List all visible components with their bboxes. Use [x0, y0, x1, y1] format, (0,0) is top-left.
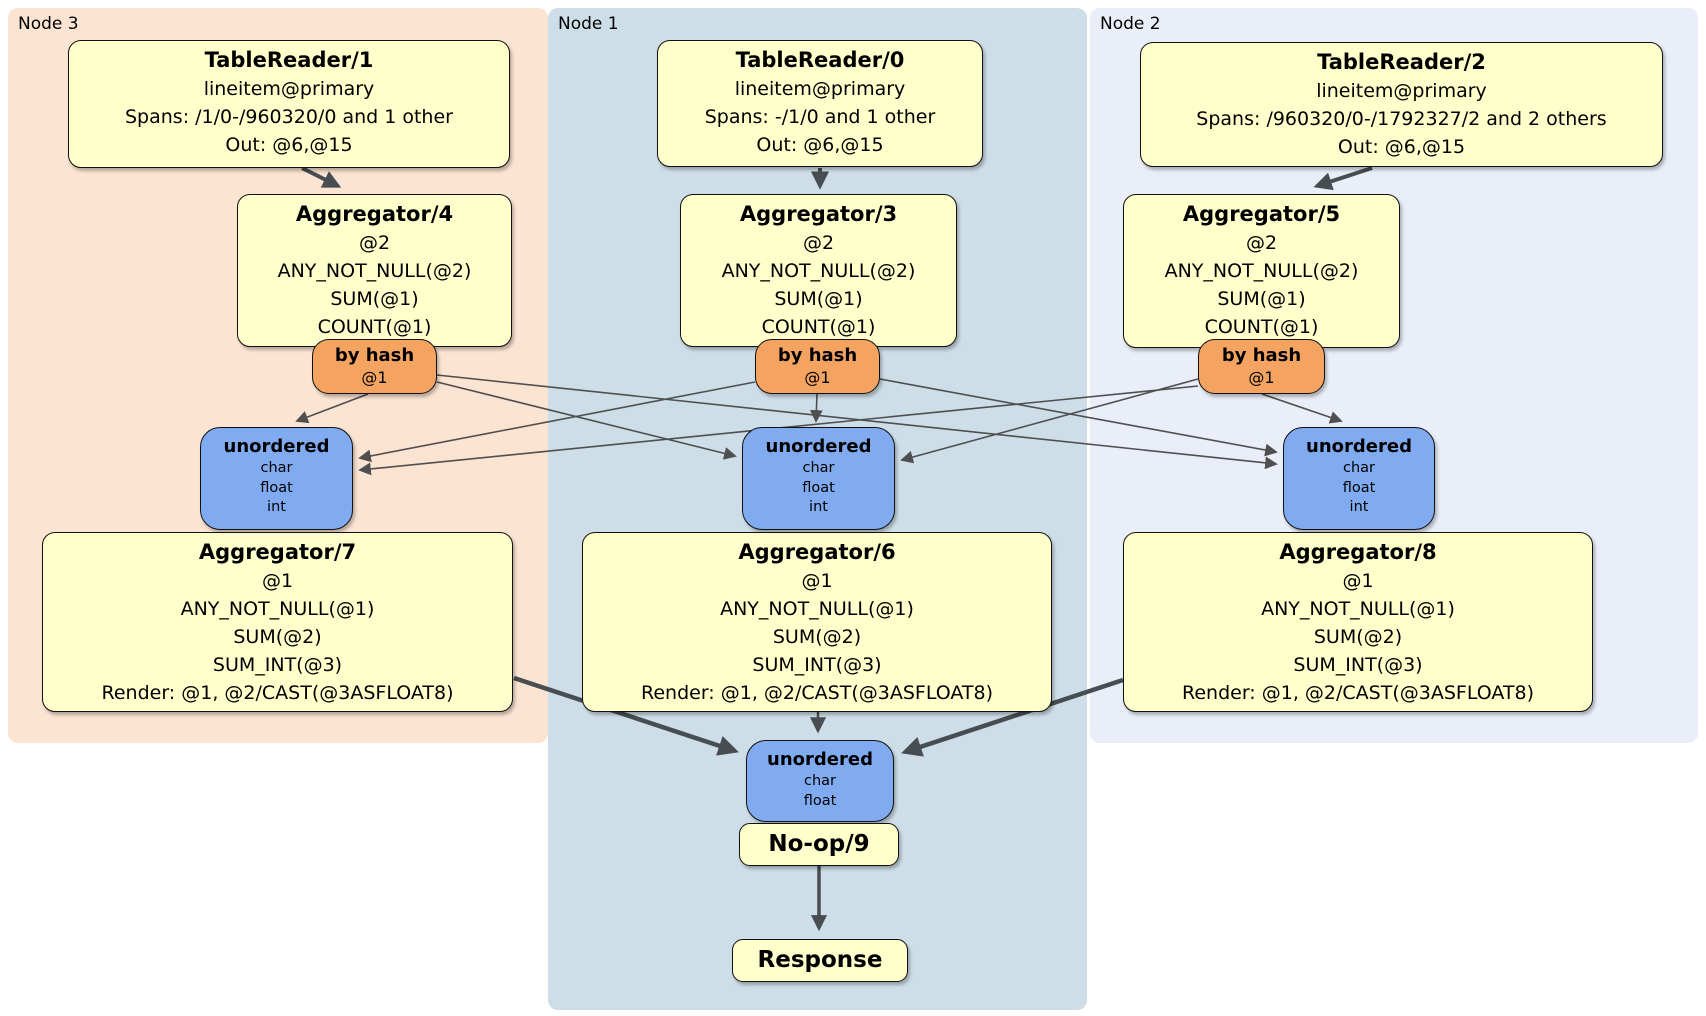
- edge-tr1-agg4: [301, 166, 342, 188]
- op-tablereader-2: TableReader/2 lineitem@primary Spans: /9…: [1140, 42, 1663, 167]
- op-aggregator-8: Aggregator/8 @1 ANY_NOT_NULL(@1) SUM(@2)…: [1123, 532, 1593, 712]
- op-noop: No-op/9: [739, 823, 899, 866]
- op-aggregator-4: Aggregator/4 @2 ANY_NOT_NULL(@2) SUM(@1)…: [237, 194, 512, 347]
- op-response: Response: [732, 939, 908, 982]
- router-by-hash-node3: by hash @1: [312, 339, 437, 394]
- edge-agg7-syncfinal: [513, 675, 739, 756]
- op-tablereader-0: TableReader/0 lineitem@primary Spans: -/…: [657, 40, 983, 167]
- node3-label: Node 3: [18, 14, 79, 34]
- op-title: Aggregator/4: [295, 202, 454, 226]
- op-title: Aggregator/5: [1182, 202, 1341, 226]
- router-by-hash-node2: by hash @1: [1198, 339, 1325, 394]
- edge-agg8-syncfinal: [901, 677, 1124, 757]
- edge-hash2-sync1: [900, 378, 1199, 464]
- sync-title: unordered: [765, 436, 872, 457]
- op-title: Aggregator/6: [738, 540, 896, 564]
- sync-title: unordered: [767, 749, 873, 770]
- op-title: TableReader/2: [1317, 50, 1486, 74]
- edge-hash1-sync1: [810, 393, 823, 423]
- sync-title: unordered: [1306, 436, 1412, 457]
- sync-unordered-final: unordered char float: [746, 740, 894, 822]
- op-title: Aggregator/3: [739, 202, 898, 226]
- edge-hash3-sync1: [436, 381, 737, 460]
- op-title: Aggregator/7: [198, 540, 357, 564]
- op-tablereader-1: TableReader/1 lineitem@primary Spans: /1…: [68, 40, 510, 168]
- op-aggregator-6: Aggregator/6 @1 ANY_NOT_NULL(@1) SUM(@2)…: [582, 532, 1052, 712]
- sync-unordered-node2: unordered char float int: [1283, 427, 1435, 530]
- edge-hash1-sync3: [358, 381, 756, 463]
- edge-tr2-agg5: [1313, 166, 1373, 191]
- edge-hash2-sync2: [1261, 393, 1343, 424]
- node1-label: Node 1: [558, 14, 619, 34]
- op-title: TableReader/1: [204, 48, 374, 72]
- router-by-hash-node1: by hash @1: [755, 339, 880, 394]
- op-aggregator-3: Aggregator/3 @2 ANY_NOT_NULL(@2) SUM(@1)…: [680, 194, 957, 347]
- sync-unordered-node3: unordered char float int: [200, 427, 353, 530]
- edge-hash3-sync3: [295, 393, 369, 424]
- op-title: TableReader/0: [735, 48, 905, 72]
- edge-hash1-sync2: [879, 378, 1278, 457]
- sync-unordered-node1: unordered char float int: [742, 427, 895, 530]
- op-aggregator-5: Aggregator/5 @2 ANY_NOT_NULL(@2) SUM(@1)…: [1123, 194, 1400, 348]
- sync-title: unordered: [223, 436, 330, 457]
- op-title: Aggregator/8: [1279, 540, 1437, 564]
- router-title: by hash: [777, 345, 858, 366]
- op-title: No-op/9: [768, 831, 870, 857]
- op-title: Response: [757, 947, 883, 973]
- router-title: by hash: [1221, 345, 1302, 366]
- op-aggregator-7: Aggregator/7 @1 ANY_NOT_NULL(@1) SUM(@2)…: [42, 532, 513, 712]
- router-title: by hash: [334, 345, 415, 366]
- node2-label: Node 2: [1100, 14, 1161, 34]
